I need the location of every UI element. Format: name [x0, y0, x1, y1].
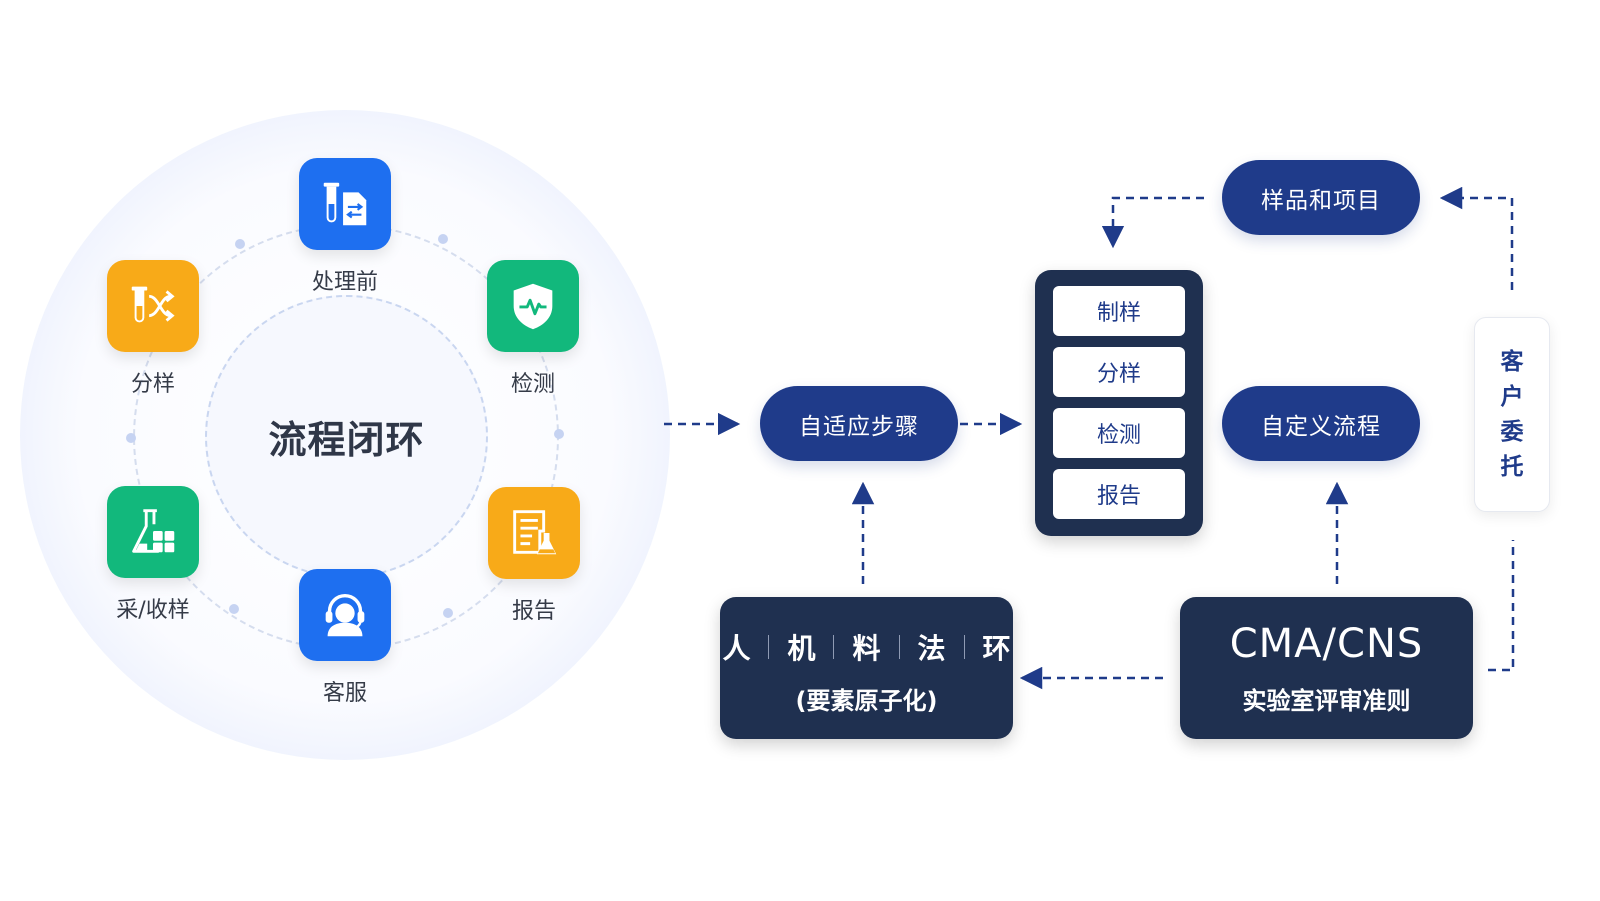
loop-node-sample-splitting[interactable]: 分样: [107, 260, 199, 398]
divider: [833, 635, 835, 659]
node-label: 分样: [130, 372, 175, 397]
step-sample-split[interactable]: 分样: [1053, 347, 1185, 397]
custom-flow-pill[interactable]: 自定义流程: [1222, 386, 1420, 461]
ring-dot: [235, 239, 245, 249]
node-tile: [107, 486, 199, 578]
loop-node-report[interactable]: 报告: [488, 487, 580, 625]
ring-dot: [438, 234, 448, 244]
step-sample-prep[interactable]: 制样: [1053, 286, 1185, 336]
arrow-samples-to-steps: [1101, 196, 1204, 249]
element-method: 法: [917, 632, 946, 665]
divider: [898, 635, 900, 659]
divider: [963, 635, 965, 659]
ring-dot: [554, 429, 564, 439]
ring-dot: [443, 608, 453, 618]
node-tile: [299, 158, 391, 250]
node-tile: [299, 569, 391, 661]
test-tube-document-icon: [323, 182, 367, 226]
loop-node-customer-service[interactable]: 客服: [299, 569, 391, 707]
client-char: 委: [1500, 418, 1524, 445]
node-tile: [107, 260, 199, 352]
process-steps-panel: 制样 分样 检测 报告: [1035, 270, 1203, 536]
ring-dot: [229, 604, 239, 614]
loop-node-pretreatment[interactable]: 处理前: [299, 158, 391, 296]
cma-subtitle: 实验室评审准则: [1242, 687, 1411, 715]
client-char: 户: [1500, 383, 1524, 410]
loop-node-testing[interactable]: 检测: [487, 260, 579, 398]
divider: [768, 635, 770, 659]
node-tile: [487, 260, 579, 352]
line-cma-to-client: [1488, 540, 1515, 672]
element-machine: 机: [787, 632, 816, 665]
node-tile: [488, 487, 580, 579]
element-environment: 环: [982, 632, 1011, 665]
ring-dot: [126, 433, 136, 443]
cma-title: CMA/CNS: [1229, 621, 1424, 667]
loop-center-circle: 流程闭环: [205, 295, 488, 578]
arrow-client-to-samples: [1439, 186, 1514, 290]
loop-center-title: 流程闭环: [268, 418, 425, 462]
node-label: 检测: [510, 372, 555, 397]
node-label: 处理前: [311, 270, 378, 295]
element-person: 人: [722, 632, 751, 665]
elements-box[interactable]: 人 机 料 法 环 (要素原子化): [720, 597, 1013, 739]
node-label: 客服: [322, 681, 367, 706]
node-label: 采/收样: [116, 598, 190, 623]
report-flask-icon: [513, 510, 557, 555]
elements-row: 人 机 料 法 环: [720, 627, 1013, 667]
elements-subtitle: (要素原子化): [795, 687, 938, 715]
tube-shuffle-icon: [131, 286, 175, 323]
client-char: 客: [1500, 348, 1524, 375]
adaptive-steps-pill[interactable]: 自适应步骤: [760, 386, 958, 461]
node-label: 报告: [511, 599, 556, 624]
loop-node-sampling[interactable]: 采/收样: [107, 486, 199, 624]
headset-agent-icon: [325, 594, 365, 637]
step-testing[interactable]: 检测: [1053, 408, 1185, 458]
shield-pulse-icon: [513, 283, 553, 330]
samples-and-items-pill[interactable]: 样品和项目: [1222, 160, 1420, 235]
cma-standard-box[interactable]: CMA/CNS 实验室评审准则: [1180, 597, 1473, 739]
flask-boxes-icon: [132, 509, 175, 553]
step-report[interactable]: 报告: [1053, 469, 1185, 519]
client-commission-card[interactable]: 客 户 委 托: [1474, 317, 1550, 512]
element-material: 料: [852, 632, 881, 665]
client-char: 托: [1500, 453, 1524, 480]
